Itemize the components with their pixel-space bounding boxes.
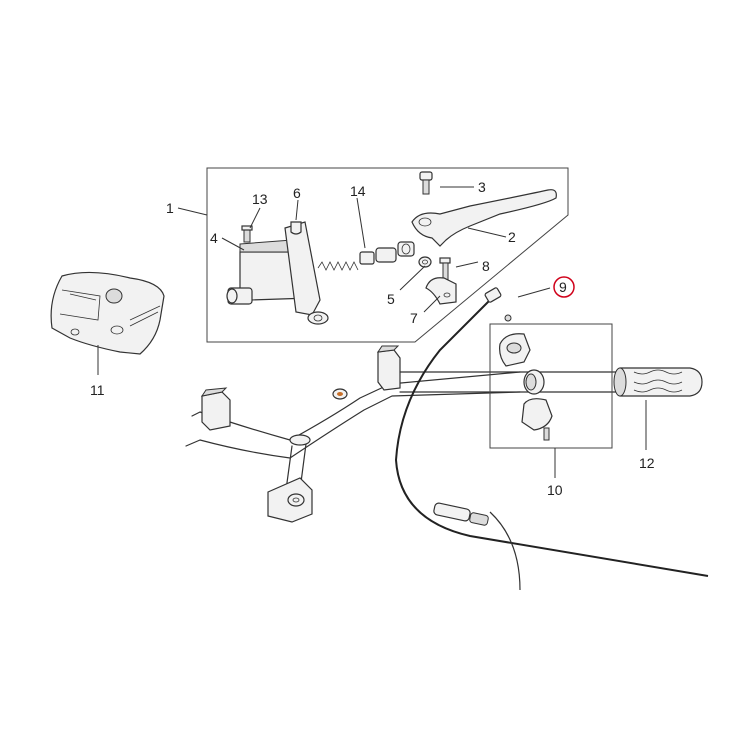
callout-labels: 1 2 3 4 5 6 7 8 9 10 11 12 13 14 <box>90 179 655 498</box>
throttle-housing-upper <box>499 333 531 367</box>
callout-7: 7 <box>410 310 418 326</box>
callout-9-highlight-ring <box>553 276 575 298</box>
callout-3: 3 <box>478 179 486 195</box>
handlebar-right-tube <box>399 371 621 393</box>
throttle-housing-lower <box>521 398 553 441</box>
throttle-grip-12 <box>613 367 703 397</box>
throttle-group-box <box>489 323 613 449</box>
callout-5: 5 <box>387 291 395 307</box>
callout-8: 8 <box>482 258 490 274</box>
callout-1: 1 <box>166 200 174 216</box>
piston-spring-14 <box>317 241 415 271</box>
callout-14: 14 <box>350 183 366 199</box>
clamp-7 <box>425 277 457 305</box>
screw-13 <box>241 225 253 243</box>
callout-12: 12 <box>639 455 655 471</box>
master-cylinder-group-box <box>206 167 569 343</box>
pivot-bolt-3 <box>419 171 433 195</box>
throttle-cable-9 <box>394 287 709 591</box>
switch-housing-11 <box>50 271 165 355</box>
callout-6: 6 <box>293 185 301 201</box>
callout-11: 11 <box>90 382 105 398</box>
callout-9: 9 <box>559 279 567 295</box>
leader-lines <box>97 186 647 478</box>
cap-6 <box>290 221 302 235</box>
throttle-drum <box>523 369 545 395</box>
handlebar-frame <box>185 345 521 523</box>
callout-4: 4 <box>210 230 218 246</box>
nut-5 <box>418 256 432 268</box>
callout-10: 10 <box>547 482 563 498</box>
callout-2: 2 <box>508 229 516 245</box>
master-cylinder-body <box>226 221 329 325</box>
brake-lever-2 <box>411 189 557 247</box>
callout-13: 13 <box>252 191 268 207</box>
